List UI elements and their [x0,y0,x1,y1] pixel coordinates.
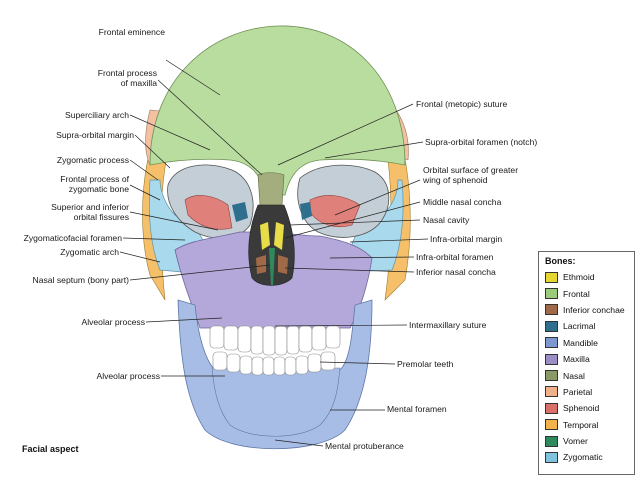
label-superciliary-arch: Superciliary arch [65,110,129,120]
legend-swatch [545,386,558,398]
label-zygomaticofacial-foramen: Zygomaticofacial foramen [23,233,122,243]
label-inferior-nasal-concha: Inferior nasal concha [416,267,496,277]
legend-label: Parietal [563,386,593,397]
mandible-lower-body [211,367,341,437]
label-zygomatic-process: Zygomatic process [56,155,129,165]
legend-item: Zygomatic [545,449,628,465]
legend-item: Maxilla [545,351,628,367]
legend-swatch [545,402,558,414]
lacrimal-right [300,202,312,220]
legend-item: Sphenoid [545,400,628,416]
legend-label: Temporal [563,419,599,430]
inferior-conchae [256,255,288,274]
legend-title: Bones: [545,256,576,266]
label-supra-orbital-foramen: Supra-orbital foramen (notch) [425,137,538,147]
label-supra-orbital-margin: Supra-orbital margin [56,130,134,140]
legend-swatch [545,435,558,447]
label-nasal-septum: Nasal septum (bony part) [32,275,129,285]
legend-item: Mandible [545,335,628,351]
label-intermaxillary-suture: Intermaxillary suture [409,320,487,330]
label-mental-protuberance: Mental protuberance [325,441,404,451]
sphenoid-greater-wing-left [184,195,233,230]
legend-swatch [545,451,558,463]
legend-swatch [545,337,558,349]
legend-label: Ethmoid [563,272,595,283]
legend-item: Frontal [545,285,628,301]
label-infra-orbital-margin: Infra-orbital margin [430,234,503,244]
sphenoid-greater-wing-right [309,195,361,228]
leader-lines-left [119,59,271,377]
label-premolar-teeth: Premolar teeth [397,359,454,369]
legend-swatch [545,419,558,431]
legend-item: Nasal [545,367,628,383]
legend-item: Ethmoid [545,269,628,285]
legend-label: Inferior conchae [563,304,625,315]
legend-label: Sphenoid [563,403,600,414]
upper-teeth [209,325,341,356]
label-frontal-eminence: Frontal eminence [98,27,165,37]
legend-label: Mandible [563,337,598,348]
label-zygomatic-arch: Zygomatic arch [60,247,119,257]
legend-item: Inferior conchae [545,302,628,318]
legend-label: Frontal [563,288,590,299]
legend-item: Lacrimal [545,318,628,334]
legend-swatch [545,370,558,382]
label-frontal-suture: Frontal (metopic) suture [416,99,508,109]
label-alveolar-process-upper: Alveolar process [81,317,145,327]
label-nasal-cavity: Nasal cavity [423,215,470,225]
ethmoid-conchae [260,222,284,250]
label-infra-orbital-foramen: Infra-orbital foramen [416,252,494,262]
legend-label: Vomer [563,436,588,447]
label-orbital-fissures: Superior and inferior orbital fissures [51,202,129,222]
leader-lines-right [274,103,429,447]
label-mental-foramen: Mental foramen [387,404,447,414]
label-orbital-surface-sphenoid: Orbital surface of greater wing of sphen… [423,165,519,185]
legend-item: Temporal [545,417,628,433]
legend-label: Zygomatic [563,452,603,463]
legend-item: Vomer [545,433,628,449]
legend-swatch [545,320,558,332]
label-frontal-process-maxilla: Frontal process of maxilla [97,68,157,88]
legend-item: Parietal [545,384,628,400]
lower-teeth [212,351,336,376]
vomer [269,248,275,285]
label-middle-nasal-concha: Middle nasal concha [423,197,502,207]
legend-label: Nasal [563,370,585,381]
legend-swatch [545,288,558,300]
lacrimal-left [232,202,248,222]
legend-label: Lacrimal [563,321,596,332]
figure-caption: Facial aspect [22,444,79,454]
legend-swatch [545,304,558,316]
label-frontal-process-zygomatic: Frontal process of zygomatic bone [60,174,129,194]
legend-label: Maxilla [563,354,590,365]
legend-swatch [545,271,558,283]
legend-swatch [545,353,558,365]
nasal-bone [257,172,285,206]
frontal-bone [149,25,406,196]
label-alveolar-process-lower: Alveolar process [96,371,160,381]
